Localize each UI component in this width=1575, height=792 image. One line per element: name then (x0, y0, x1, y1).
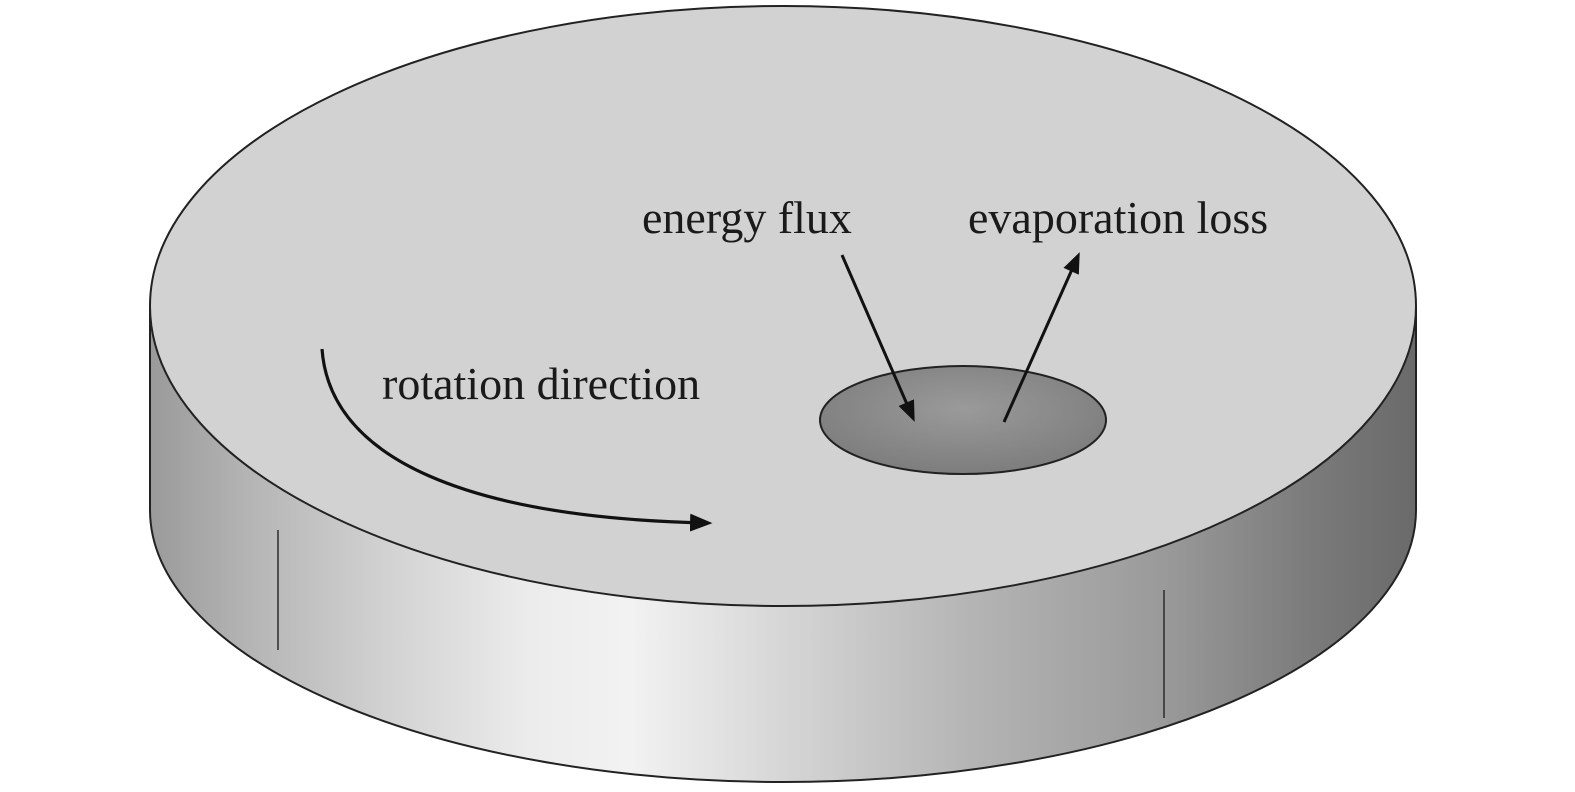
evaporation-loss-arrow (1002, 252, 1080, 423)
energy-flux-label: energy flux (642, 192, 852, 243)
evaporation-loss-label: evaporation loss (968, 192, 1268, 243)
heated-spot (819, 365, 1107, 475)
rotation-direction-label: rotation direction (382, 358, 700, 409)
disk-top (149, 5, 1417, 607)
rotation-arrow (320, 348, 713, 532)
energy-flux-arrow (840, 254, 915, 422)
